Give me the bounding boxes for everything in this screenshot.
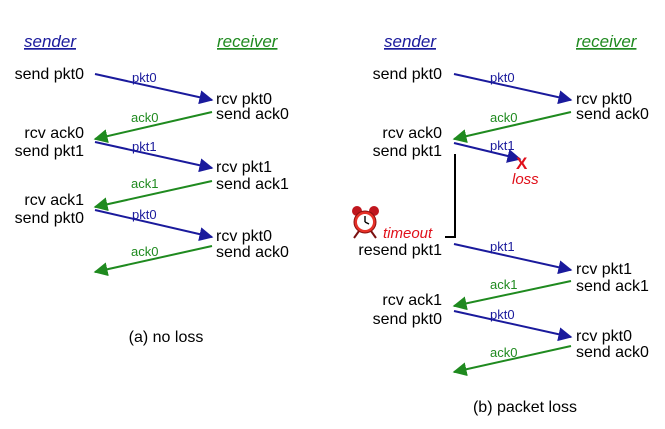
sender-event: rcv ack0 xyxy=(24,125,84,142)
lost-packet-arrow xyxy=(453,142,522,163)
packet-label: pkt0 xyxy=(490,70,515,85)
sender-event: resend pkt1 xyxy=(358,242,442,259)
receiver-event: send ack1 xyxy=(216,176,289,193)
receiver-event: rcv pkt0 xyxy=(216,91,272,108)
sender-header: sender xyxy=(24,32,77,51)
packet-arrow xyxy=(94,141,214,173)
sender-event: send pkt0 xyxy=(15,66,84,83)
alarm-clock-icon xyxy=(352,206,379,239)
ack-arrow xyxy=(452,280,572,311)
caption: (b) packet loss xyxy=(473,399,577,416)
caption: (a) no loss xyxy=(129,329,204,346)
sender-event: send pkt0 xyxy=(373,66,442,83)
sender-header: sender xyxy=(384,32,437,51)
timeout-label: timeout xyxy=(383,225,433,242)
ack-arrow xyxy=(93,180,213,212)
loss-label: loss xyxy=(512,171,539,188)
panel-packet-loss: sender receiver send pkt0 rcv ack0 send … xyxy=(352,32,649,416)
packet-label: pkt1 xyxy=(490,239,515,254)
sender-event: rcv ack1 xyxy=(382,292,442,309)
packet-arrow xyxy=(94,73,214,105)
ack-label: ack1 xyxy=(131,176,158,191)
ack-label: ack0 xyxy=(131,110,158,125)
receiver-event: send ack0 xyxy=(216,244,289,261)
receiver-event: send ack0 xyxy=(576,344,649,361)
loss-x-icon: X xyxy=(516,154,528,173)
ack-arrow xyxy=(452,345,572,377)
receiver-event: rcv pkt0 xyxy=(216,228,272,245)
receiver-event: rcv pkt0 xyxy=(576,328,632,345)
receiver-event: rcv pkt1 xyxy=(216,159,272,176)
ack-label: ack0 xyxy=(490,345,517,360)
packet-label: pkt0 xyxy=(132,207,157,222)
receiver-event: rcv pkt0 xyxy=(576,91,632,108)
sender-event: send pkt1 xyxy=(373,143,442,160)
packet-arrow xyxy=(94,209,214,241)
packet-arrow xyxy=(453,73,573,105)
sender-event: rcv ack1 xyxy=(24,192,84,209)
sender-event: send pkt1 xyxy=(15,143,84,160)
ack-arrow xyxy=(93,245,213,277)
panel-no-loss: sender receiver send pkt0 rcv ack0 send … xyxy=(15,32,289,346)
packet-label: pkt0 xyxy=(132,70,157,85)
timeout-bracket xyxy=(445,154,456,238)
sender-event: rcv ack0 xyxy=(382,125,442,142)
ack-arrow xyxy=(93,111,213,143)
receiver-header: receiver xyxy=(217,32,279,51)
packet-label: pkt1 xyxy=(132,139,157,154)
ack-label: ack0 xyxy=(131,244,158,259)
receiver-event: send ack1 xyxy=(576,278,649,295)
packet-arrow xyxy=(453,310,573,342)
sender-event: send pkt0 xyxy=(373,311,442,328)
ack-label: ack1 xyxy=(490,277,517,292)
ack-label: ack0 xyxy=(490,110,517,125)
packet-label: pkt1 xyxy=(490,138,515,153)
receiver-event: send ack0 xyxy=(216,106,289,123)
packet-label: pkt0 xyxy=(490,307,515,322)
receiver-event: rcv pkt1 xyxy=(576,261,632,278)
packet-arrow xyxy=(453,243,573,275)
receiver-event: send ack0 xyxy=(576,106,649,123)
sender-event: send pkt0 xyxy=(15,210,84,227)
ack-arrow xyxy=(452,111,572,143)
receiver-header: receiver xyxy=(576,32,638,51)
